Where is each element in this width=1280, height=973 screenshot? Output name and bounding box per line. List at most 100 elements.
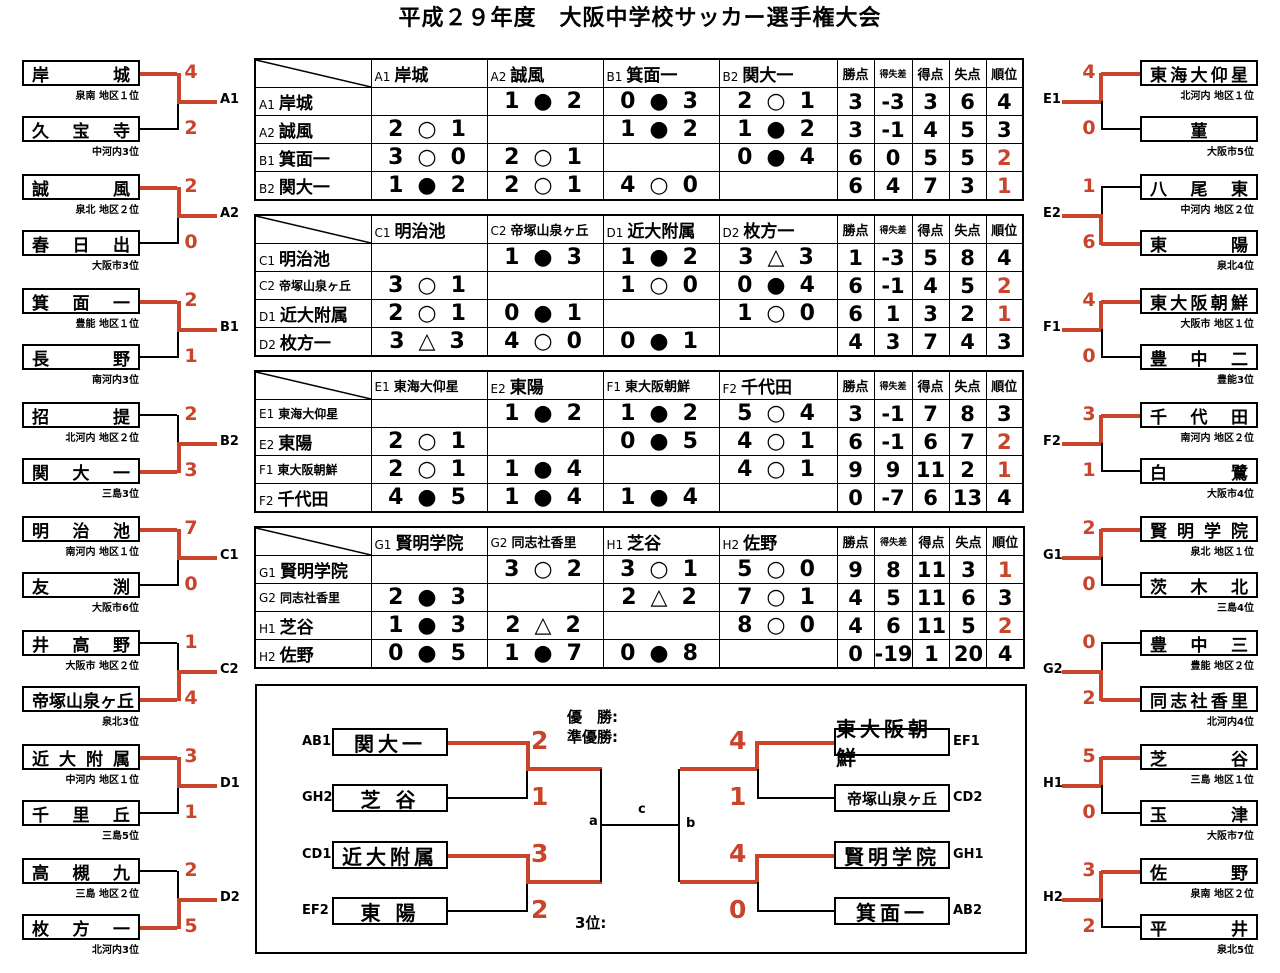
stat-header: 得点	[911, 370, 950, 400]
final-score: 4	[729, 726, 747, 755]
stat-cell: 3	[949, 555, 988, 584]
team-tag: G2	[490, 536, 508, 550]
match-result	[718, 171, 838, 201]
team-name: 東海大仰星	[393, 380, 459, 395]
team-box: 高槻九	[22, 858, 140, 884]
team-tag: F2	[722, 382, 738, 396]
match-result: 3○0	[370, 143, 488, 172]
match-result: 4○0	[486, 327, 604, 357]
group-seed-label: H2	[1043, 890, 1063, 905]
group-seed-label: D1	[220, 776, 240, 791]
final-bracket-line	[526, 854, 530, 882]
bracket-line	[1099, 757, 1103, 787]
bracket-line	[1062, 100, 1101, 104]
stat-cell: 3	[911, 299, 950, 328]
team-region-rank: 三島 地区２位	[75, 889, 139, 900]
match-score: 1	[184, 631, 198, 653]
bracket-line	[177, 100, 217, 104]
group-seed-label: B2	[220, 434, 239, 449]
match-result: 3○1	[602, 555, 720, 584]
team-name: 枚方一	[279, 334, 331, 354]
stat-cell: -1	[873, 115, 913, 144]
match-score: 2	[1082, 517, 1096, 539]
match-score: 0	[1082, 573, 1096, 595]
match-result	[370, 555, 488, 584]
match-result: 2○1	[486, 171, 604, 201]
final-bracket-line	[526, 769, 528, 798]
team-name: 同志社香里	[511, 536, 577, 551]
team-name: 東大阪朝鮮	[625, 380, 691, 395]
team-name: 千代田	[741, 378, 793, 398]
final-score: 2	[531, 895, 549, 924]
rank-cell: 3	[986, 583, 1025, 612]
team-tag: D1	[259, 310, 276, 324]
match-result	[486, 427, 604, 456]
team-region-rank: 泉北 地区１位	[1190, 547, 1254, 558]
bracket-line	[177, 329, 179, 358]
match-result: 3○1	[370, 271, 488, 300]
team-box: 平井	[1140, 914, 1258, 940]
match-result: 1●4	[602, 483, 720, 513]
final-bracket-line	[680, 880, 757, 884]
team-region-rank: 三島5位	[102, 831, 139, 842]
team-box: 千代田	[1140, 402, 1258, 428]
team-tag: H1	[606, 538, 624, 552]
match-result: 1●3	[486, 243, 604, 272]
stat-cell: 6	[873, 611, 914, 640]
group-seed-label: A2	[220, 206, 240, 221]
bracket-line	[1099, 871, 1103, 901]
bracket-line	[177, 556, 217, 560]
match-score: 1	[1082, 459, 1096, 481]
final-bracket-line	[526, 767, 602, 771]
stat-cell: 7	[911, 171, 950, 201]
stat-cell: 6	[911, 427, 950, 456]
rank-cell: 3	[985, 399, 1024, 428]
bracket-line	[1101, 414, 1140, 418]
match-result: 2△2	[602, 583, 720, 612]
stat-cell: 4	[911, 271, 950, 300]
team-name: 東海大仰星	[278, 407, 339, 421]
team-region-rank: 泉北 地区２位	[75, 205, 139, 216]
team-box: 春日出	[22, 230, 140, 256]
final-score: 2	[531, 726, 549, 755]
match-result: 4○1	[718, 455, 838, 484]
group-seed-label: A1	[220, 92, 240, 107]
final-seed: AB2	[953, 903, 983, 918]
match-score: 2	[184, 175, 198, 197]
team-region-rank: 大阪市 地区２位	[65, 661, 139, 672]
final-bracket-line	[757, 854, 834, 858]
header-corner	[254, 526, 372, 556]
bracket-line	[1101, 443, 1103, 472]
team-box: 豊中二	[1140, 344, 1258, 370]
final-bracket-line	[757, 769, 759, 798]
bracket-line	[1101, 329, 1103, 358]
group-seed-label: G1	[1043, 548, 1063, 563]
stat-cell: 5	[948, 115, 987, 144]
match-score: 3	[1082, 859, 1096, 881]
match-score: 4	[184, 687, 198, 709]
final-bracket-line	[678, 769, 680, 882]
team-box: 誠風	[22, 174, 140, 200]
bracket-line	[1101, 870, 1140, 874]
bracket-line	[1101, 557, 1103, 586]
stat-cell: 3	[873, 327, 913, 357]
stat-header: 得失差	[873, 214, 913, 244]
bracket-line	[1062, 556, 1101, 560]
bracket-line	[1101, 187, 1103, 215]
team-name: 誠風	[510, 66, 545, 86]
match-result	[718, 639, 838, 669]
team-tag: G2	[259, 591, 276, 605]
match-result: 3△3	[370, 327, 488, 357]
team-region-rank: 中河内 地区２位	[1180, 205, 1254, 216]
final-bracket-line	[526, 741, 530, 769]
team-region-rank: 北河内4位	[1207, 717, 1254, 728]
